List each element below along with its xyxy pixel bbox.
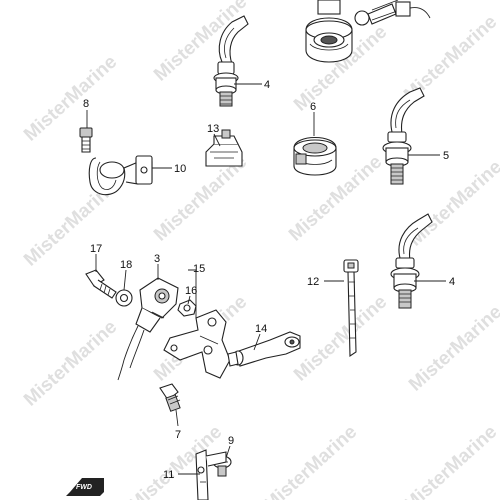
part-14-lever-arm[interactable] — [227, 331, 301, 367]
callout-10: 10 — [174, 163, 186, 175]
callout-12: 12 — [307, 276, 319, 288]
callout-17: 17 — [90, 243, 102, 255]
fwd-badge-label: FWD — [76, 484, 92, 491]
part-10-clamp[interactable] — [88, 155, 153, 196]
callout-8: 8 — [83, 98, 89, 110]
callout-4-lower: 4 — [449, 276, 455, 288]
callout-11: 11 — [163, 469, 174, 481]
callout-numbers: 4 8 13 6 5 10 17 18 3 15 16 12 4 14 7 9 … — [83, 79, 455, 481]
callout-14: 14 — [255, 323, 267, 335]
sensor-top-right[interactable] — [354, 0, 431, 26]
part-8-bolt[interactable] — [79, 127, 93, 153]
part-13-connector-clip[interactable] — [205, 129, 243, 167]
callout-5: 5 — [443, 150, 449, 162]
part-5-hose-fitting[interactable] — [382, 87, 425, 185]
part-17-bolt[interactable] — [85, 269, 117, 299]
part-6-sensor[interactable] — [293, 137, 337, 176]
part-4-lower-hose-fitting[interactable] — [390, 213, 433, 309]
part-18-washer[interactable] — [115, 289, 133, 307]
callout-13: 13 — [207, 123, 219, 135]
part-16-nut[interactable] — [177, 299, 197, 317]
callout-6: 6 — [310, 101, 316, 113]
callout-3: 3 — [154, 253, 160, 265]
part-15-bracket-plate[interactable] — [163, 309, 231, 379]
callout-15: 15 — [193, 263, 205, 275]
part-12-cable-tie[interactable] — [343, 259, 359, 358]
part-11-bracket-strap[interactable] — [195, 449, 227, 500]
grommet-top[interactable] — [305, 0, 353, 63]
fwd-direction-badge: FWD — [66, 478, 104, 496]
leader-lines — [86, 83, 446, 475]
part-7-bolt[interactable] — [159, 383, 181, 412]
callout-16: 16 — [185, 285, 197, 297]
part-4-top-hose-fitting[interactable] — [213, 15, 249, 107]
callout-9: 9 — [228, 435, 234, 447]
callout-4-top: 4 — [264, 79, 270, 91]
callout-7: 7 — [175, 429, 181, 441]
callout-18: 18 — [120, 259, 132, 271]
